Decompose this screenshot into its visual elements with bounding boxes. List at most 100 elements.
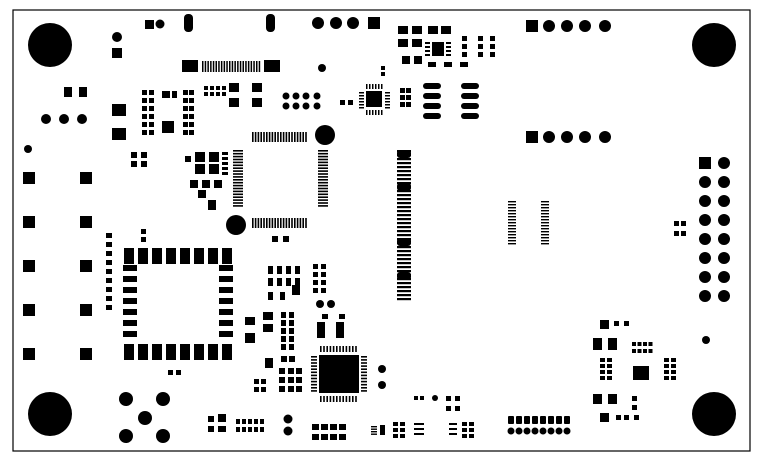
pad	[289, 344, 294, 350]
qfn-pin-bottom	[329, 396, 332, 402]
qfp-pin-right	[318, 199, 328, 201]
header-pin	[330, 17, 342, 29]
header-2x8-right	[674, 157, 730, 344]
pad	[252, 98, 262, 107]
pad	[268, 278, 273, 286]
pad	[637, 342, 642, 346]
pad	[156, 429, 170, 443]
qfn-pin-bottom	[345, 396, 348, 402]
pad	[222, 92, 226, 96]
pad	[313, 264, 318, 269]
pad	[632, 396, 637, 401]
qfn-pin-bottom	[348, 396, 351, 402]
qfn-footprint-bottom	[311, 300, 386, 402]
header-pin	[699, 176, 711, 188]
pad	[216, 92, 220, 96]
pad	[414, 56, 422, 64]
large-qfn-footprint	[106, 229, 233, 360]
qfp-pin-bottom	[274, 218, 276, 228]
pad	[455, 396, 460, 401]
pad	[222, 167, 228, 170]
pad	[204, 86, 208, 90]
pad	[119, 392, 133, 406]
pad	[600, 364, 605, 368]
pad	[222, 157, 228, 160]
fine-pin	[508, 243, 516, 245]
qfp-pin-top	[254, 132, 257, 142]
qfp-footprint-center	[226, 125, 335, 242]
pad	[600, 370, 605, 374]
pad	[340, 100, 345, 105]
qfp-pin-bottom	[288, 218, 290, 228]
pad	[141, 237, 146, 242]
via	[539, 427, 547, 435]
pad	[209, 152, 219, 162]
qfn-pin	[359, 107, 364, 109]
fpc-pin	[397, 246, 411, 249]
pad	[281, 312, 286, 318]
module-pad-right	[219, 331, 233, 337]
header-pin	[718, 195, 730, 207]
qfn-pin	[359, 95, 364, 97]
qfp-pin-top	[274, 132, 276, 142]
pad	[281, 336, 286, 342]
qfn-pin-right	[361, 368, 367, 370]
pad	[265, 358, 273, 368]
fpc-pin	[397, 250, 411, 253]
qfn-pin-top	[329, 346, 332, 352]
qfp-pin-bottom	[305, 218, 307, 228]
fine-pin	[508, 240, 516, 242]
pad	[142, 106, 147, 111]
pad	[195, 152, 205, 162]
header-pin	[699, 290, 711, 302]
pad	[142, 98, 147, 103]
fpc-pin	[218, 61, 220, 72]
pad	[441, 26, 451, 34]
pad	[236, 427, 240, 432]
qfp-pin-left	[233, 187, 243, 190]
pad	[478, 52, 483, 57]
header-pin	[718, 290, 730, 302]
header-pin	[699, 214, 711, 226]
pad	[414, 428, 424, 430]
pad	[632, 342, 636, 346]
via	[327, 300, 335, 308]
qfp-pin-bottom	[285, 218, 288, 228]
qfn-pin	[366, 110, 368, 115]
top-header-pads	[145, 14, 380, 32]
pad	[208, 426, 214, 432]
qfn-pin-bottom	[323, 396, 325, 402]
qfp-pin-top	[252, 132, 254, 142]
pad	[131, 152, 137, 158]
qfn-pin	[378, 110, 380, 115]
qfn-pin-left	[311, 390, 317, 392]
fine-pin	[371, 431, 377, 433]
fiducial-mark	[235, 216, 237, 234]
qfp-pin-left	[233, 196, 243, 198]
qfn-pin	[381, 84, 383, 89]
pad	[322, 314, 328, 319]
fine-pin	[541, 231, 549, 233]
pad	[312, 424, 319, 430]
module-pad-left	[123, 309, 137, 315]
header-pin	[543, 131, 555, 143]
fine-pin	[541, 216, 549, 218]
pad	[317, 322, 325, 338]
soic-pad	[423, 83, 441, 89]
header-pin-square	[526, 20, 538, 32]
fpc-pin	[397, 226, 411, 229]
pad	[446, 406, 451, 411]
pad	[292, 285, 300, 295]
fpc-pin	[253, 61, 255, 72]
qfn-pin-left	[311, 383, 317, 386]
qfp-pin-bottom	[268, 218, 271, 228]
pad	[330, 434, 337, 440]
fpc-pin	[397, 174, 411, 177]
pad	[532, 416, 538, 424]
fpc-pin	[397, 286, 411, 289]
qfn-pin	[369, 84, 371, 89]
soic-pad	[461, 113, 479, 119]
qfn-pin-top	[320, 346, 322, 352]
qfn-pin	[372, 110, 374, 115]
fine-pin	[508, 231, 516, 233]
